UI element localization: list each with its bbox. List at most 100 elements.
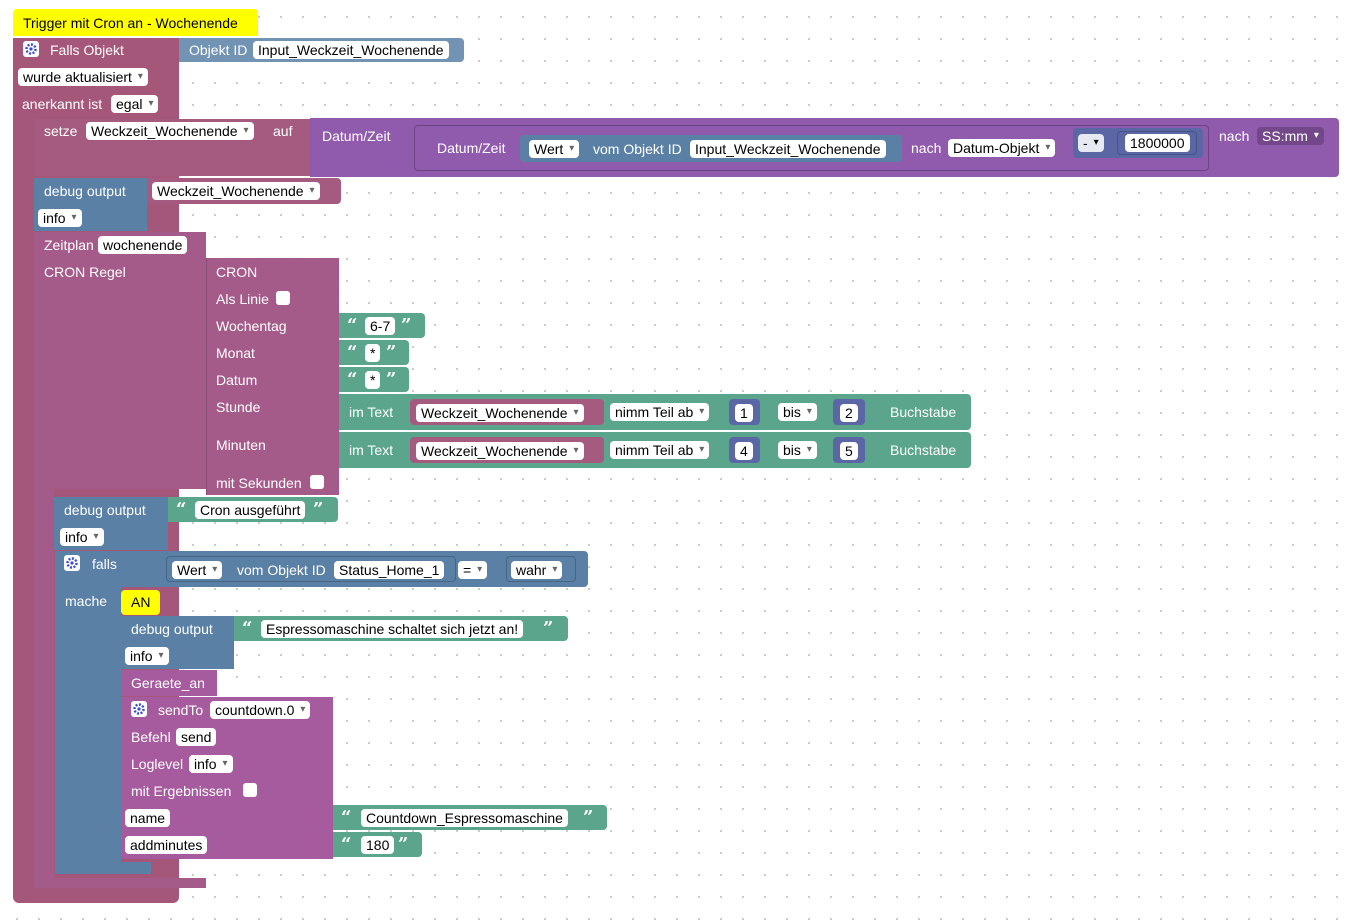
procedure-label: Geraete_an <box>131 675 205 691</box>
nach-label: nach <box>911 140 942 156</box>
bis-dropdown[interactable]: bis <box>778 441 817 459</box>
cron-regel-label: CRON Regel <box>44 264 126 280</box>
buchstabe-label: Buchstabe <box>890 442 957 458</box>
debug-level-dropdown[interactable]: info <box>125 647 169 665</box>
falls-objekt-label: Falls Objekt <box>50 42 124 58</box>
im-text-label: im Text <box>349 404 394 420</box>
gear-icon[interactable] <box>23 41 39 57</box>
debug-output-label: debug output <box>131 621 213 637</box>
close-quote-icon: ” <box>386 342 397 363</box>
ack-dropdown[interactable]: egal <box>111 95 159 113</box>
cron-label: CRON <box>216 264 258 280</box>
inner-datetime-label: Datum/Zeit <box>437 140 506 156</box>
setze-label: setze <box>44 123 78 139</box>
comment-title-text: Trigger mit Cron an - Wochenende <box>23 15 238 31</box>
procedure-call-block[interactable] <box>121 670 217 696</box>
wert-dropdown[interactable]: Wert <box>529 140 580 158</box>
comment-title[interactable] <box>13 9 258 36</box>
buchstabe-label: Buchstabe <box>890 404 957 420</box>
to-field[interactable]: 5 <box>840 442 858 460</box>
gear-icon[interactable] <box>64 555 80 571</box>
open-quote-icon: “ <box>347 315 358 336</box>
befehl-field[interactable]: send <box>176 728 217 746</box>
open-quote-icon: “ <box>347 342 358 363</box>
close-quote-icon: ” <box>543 618 554 639</box>
objekt-id-label: Objekt ID <box>189 42 248 58</box>
name-value-field[interactable]: Countdown_Espressomaschine <box>361 809 568 827</box>
open-quote-icon: “ <box>242 618 253 639</box>
object-id-field-2[interactable]: Input_Weckzeit_Wochenende <box>690 140 886 158</box>
open-quote-icon: “ <box>347 369 358 390</box>
comment-an-text: AN <box>131 594 151 610</box>
comment-an[interactable] <box>121 590 160 615</box>
monat-field[interactable]: * <box>365 344 381 362</box>
substring-variable-dropdown[interactable]: Weckzeit_Wochenende <box>416 442 584 460</box>
minuten-label: Minuten <box>216 437 266 453</box>
nach-label-outer: nach <box>1219 128 1250 144</box>
close-quote-icon: ” <box>583 807 594 828</box>
open-quote-icon: “ <box>176 499 187 520</box>
loglevel-dropdown[interactable]: info <box>189 755 233 773</box>
substring-variable-dropdown[interactable]: Weckzeit_Wochenende <box>416 404 584 422</box>
to-field[interactable]: 2 <box>840 404 858 422</box>
format-dropdown[interactable]: SS:mm <box>1257 127 1324 145</box>
if-block-bottom <box>55 862 151 874</box>
addminutes-value-field[interactable]: 180 <box>361 836 395 854</box>
debug-text-field[interactable]: Cron ausgeführt <box>195 501 306 519</box>
object-id-field[interactable]: Input_Weckzeit_Wochenende <box>253 41 449 59</box>
object-id-field-3[interactable]: Status_Home_1 <box>334 561 445 579</box>
from-field[interactable]: 4 <box>735 442 753 460</box>
mache-label: mache <box>65 593 108 609</box>
open-quote-icon: “ <box>341 807 352 828</box>
befehl-label: Befehl <box>131 729 171 745</box>
schedule-spine <box>34 489 54 884</box>
wochentag-field[interactable]: 6-7 <box>365 317 396 335</box>
falls-label: falls <box>92 556 117 572</box>
boolean-dropdown[interactable]: wahr <box>511 561 563 579</box>
close-quote-icon: ” <box>386 369 397 390</box>
bis-dropdown[interactable]: bis <box>778 403 817 421</box>
stunde-label: Stunde <box>216 399 261 415</box>
mit-sekunden-checkbox[interactable] <box>310 475 324 489</box>
im-text-label: im Text <box>349 442 394 458</box>
mit-ergebnissen-label: mit Ergebnissen <box>131 783 232 799</box>
operator-dropdown[interactable]: - <box>1078 134 1104 152</box>
als-linie-checkbox[interactable] <box>276 291 290 305</box>
als-linie-label: Als Linie <box>216 291 269 307</box>
addminutes-param-field[interactable]: addminutes <box>125 836 208 854</box>
auf-label: auf <box>273 123 293 139</box>
offset-field[interactable]: 1800000 <box>1125 134 1190 152</box>
name-param-field[interactable]: name <box>125 809 171 827</box>
zeitplan-label: Zeitplan <box>44 237 94 253</box>
adapter-dropdown[interactable]: countdown.0 <box>210 701 311 719</box>
datum-objekt-dropdown[interactable]: Datum-Objekt <box>948 139 1056 157</box>
anerkannt-label: anerkannt ist <box>22 96 103 112</box>
from-field[interactable]: 1 <box>735 404 753 422</box>
compare-operator-dropdown[interactable]: = <box>458 561 488 579</box>
close-quote-icon: ” <box>398 834 409 855</box>
datum-field[interactable]: * <box>365 371 381 389</box>
if-block-body <box>55 587 121 873</box>
datetime-label: Datum/Zeit <box>322 128 391 144</box>
open-quote-icon: “ <box>341 834 352 855</box>
debug-text-field[interactable]: Espressomaschine schaltet sich jetzt an! <box>261 620 524 638</box>
condition-dropdown[interactable]: wurde aktualisiert <box>18 68 148 86</box>
monat-label: Monat <box>216 345 255 361</box>
debug-level-dropdown[interactable]: info <box>60 528 104 546</box>
sendto-label: sendTo <box>158 702 204 718</box>
wert-dropdown[interactable]: Wert <box>172 561 223 579</box>
substring-mode-dropdown[interactable]: nimm Teil ab <box>610 441 710 459</box>
vom-objekt-label: vom Objekt ID <box>237 562 326 578</box>
debug-variable-dropdown[interactable]: Weckzeit_Wochenende <box>152 182 320 200</box>
mit-ergebnissen-checkbox[interactable] <box>243 783 257 797</box>
gear-icon[interactable] <box>131 701 147 717</box>
loglevel-label: Loglevel <box>131 756 184 772</box>
wochentag-label: Wochentag <box>216 318 287 334</box>
variable-dropdown[interactable]: Weckzeit_Wochenende <box>86 122 254 140</box>
substring-mode-dropdown[interactable]: nimm Teil ab <box>610 403 710 421</box>
schedule-body <box>34 257 206 489</box>
debug-level-dropdown[interactable]: info <box>38 209 82 227</box>
sendto-block[interactable] <box>121 697 333 859</box>
cron-block[interactable] <box>206 258 339 495</box>
schedule-name-field[interactable]: wochenende <box>98 236 188 254</box>
